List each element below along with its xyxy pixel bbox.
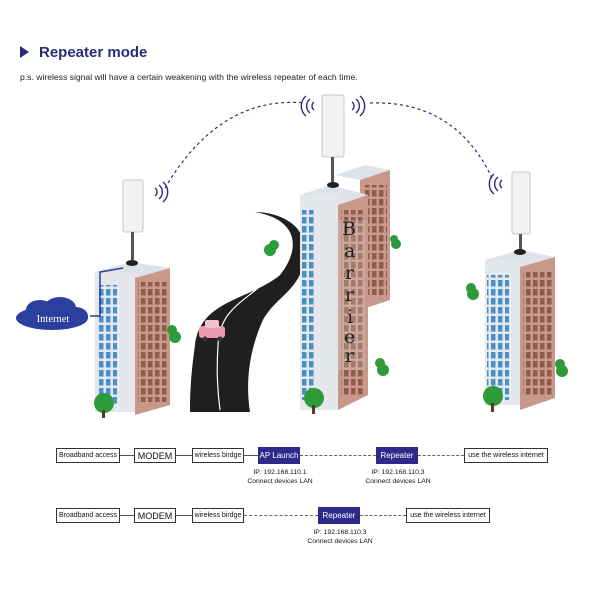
broadband-access-box: Broadband access (56, 508, 120, 523)
tree-icon (483, 386, 503, 412)
ap-launch-box: AP Launch (258, 447, 300, 464)
broadband-access-box: Broadband access (56, 448, 120, 463)
wifi-signal-icon (154, 181, 169, 203)
road (190, 212, 305, 412)
car-icon (199, 320, 225, 342)
wireless-link-dashed (244, 515, 318, 516)
right-antenna-icon (511, 171, 531, 255)
cloud-label: Internet (37, 314, 70, 325)
use-internet-box: use the wireless internet (406, 508, 490, 523)
tree-icon (167, 325, 181, 343)
wifi-signal-icon (488, 173, 503, 195)
repeater-box: Repeater (318, 507, 360, 524)
use-internet-box: use the wireless internet (464, 448, 548, 463)
weakening-note: p.s. wireless signal will have a certain… (20, 72, 358, 82)
repeater-ip-info: IP: 192.168.110.3 Connect devices LAN (297, 528, 383, 546)
repeater-box: Repeater (376, 447, 418, 464)
tree-icon (390, 235, 401, 249)
modem-box: MODEM (134, 448, 176, 463)
connector-line (120, 515, 134, 516)
tree-icon (375, 358, 389, 376)
tree-icon (304, 388, 324, 414)
title-text: Repeater mode (39, 44, 148, 61)
wireless-link-dashed (360, 515, 406, 516)
barrier-letter: e (344, 326, 356, 348)
barrier-letter: B (342, 218, 356, 240)
connector-line (176, 515, 192, 516)
road-lane (216, 213, 286, 411)
left-antenna-icon (122, 179, 144, 266)
barrier-letter: a (344, 240, 356, 262)
wireless-bridge-box: wireless birdge (192, 448, 244, 463)
repeater-ip-info: IP: 192.168.110.3 Connect devices LAN (355, 468, 441, 486)
repeater-ip-text: IP: 192.168.110.3 (313, 529, 367, 536)
ap-ip-info: IP: 192.168.110.1 Connect devices LAN (237, 468, 323, 486)
signal-arc-right (369, 102, 493, 179)
tree-icon (264, 240, 279, 256)
ap-ip-text: IP: 192.168.110.1 (253, 469, 307, 476)
tree-icon (555, 359, 568, 377)
repeater-antenna-icon (321, 94, 345, 188)
repeater-lan-text: Connect devices LAN (365, 478, 431, 485)
wireless-link-dashed (418, 455, 464, 456)
triangle-bullet-icon (20, 46, 29, 58)
tree-icon (94, 393, 114, 418)
modem-box: MODEM (134, 508, 176, 523)
tree-icon (466, 283, 479, 300)
ap-lan-text: Connect devices LAN (247, 478, 313, 485)
wifi-signal-icon (300, 95, 366, 117)
barrier-letter: r (345, 262, 355, 284)
page-title: Repeater mode (20, 44, 147, 61)
barrier-building (300, 165, 390, 410)
left-building (95, 262, 170, 415)
wireless-link-dashed (300, 455, 376, 456)
connector-line (176, 455, 192, 456)
wireless-bridge-box: wireless birdge (192, 508, 244, 523)
connector-line (244, 455, 258, 456)
barrier-letter: r (345, 345, 355, 367)
repeater-ip-text: IP: 192.168.110.3 (371, 469, 425, 476)
connector-line (120, 455, 134, 456)
signal-arc-left (164, 101, 306, 189)
repeater-lan-text: Connect devices LAN (307, 538, 373, 545)
internet-cloud: Internet (16, 297, 88, 330)
cable-line (90, 267, 124, 317)
right-building (485, 250, 555, 410)
barrier-letter: i (347, 306, 354, 328)
barrier-letter: r (345, 284, 355, 306)
